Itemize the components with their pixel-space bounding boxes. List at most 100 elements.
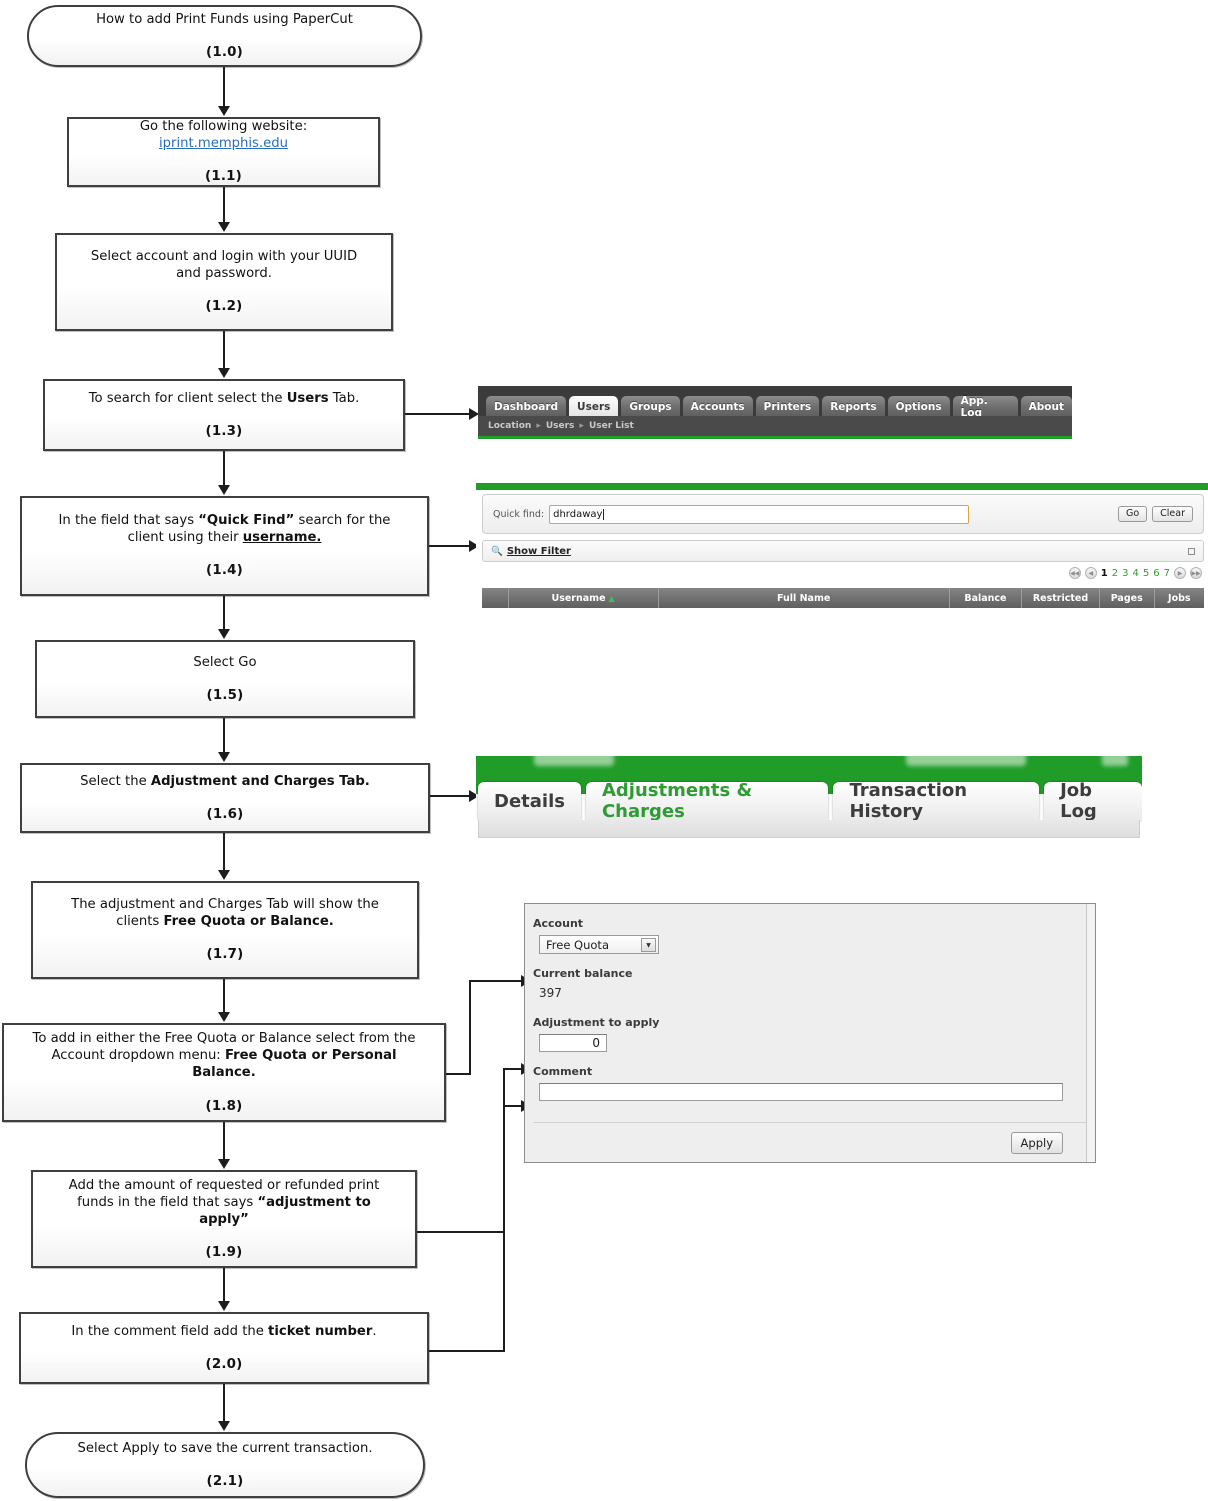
quick-find-panel: Quick find: dhrdaway Go Clear <box>482 494 1204 534</box>
connector-1-8-to-1-9 <box>223 1122 225 1160</box>
flow-node-1-4-num: (1.4) <box>206 563 243 579</box>
callout-2-0-v <box>503 1105 505 1352</box>
connector-1-9-to-2-0 <box>223 1268 225 1302</box>
nav-tab-printers[interactable]: Printers <box>755 396 820 418</box>
comment-group: Comment <box>533 1065 1063 1101</box>
pagination-last-icon[interactable]: ▶▶ <box>1190 567 1202 579</box>
callout-1-6 <box>430 795 471 797</box>
flow-node-1-2-text: Select account and login with your UUID … <box>90 249 358 282</box>
pagination-page-4[interactable]: 4 <box>1132 567 1139 579</box>
header-text-blur-1 <box>534 756 614 766</box>
flow-node-1-6-num: (1.6) <box>206 806 244 822</box>
nav-tab-accounts[interactable]: Accounts <box>682 396 753 418</box>
flow-node-2-0: In the comment field add the ticket numb… <box>19 1312 429 1384</box>
pagination-page-5[interactable]: 5 <box>1142 567 1150 579</box>
arrow-to-2-0 <box>218 1301 230 1311</box>
nav-tab-reports[interactable]: Reports <box>822 396 885 418</box>
flow-node-1-4-underline: username. <box>242 530 322 546</box>
connector-1-6-to-1-7 <box>223 833 225 871</box>
flow-node-1-7-text: The adjustment and Charges Tab will show… <box>71 897 379 930</box>
arrow-to-1-6 <box>218 752 230 762</box>
user-detail-tab-list: Details Adjustments & Charges Transactio… <box>478 780 1142 822</box>
table-header-jobs[interactable]: Jobs <box>1168 592 1191 604</box>
nav-tab-options[interactable]: Options <box>887 396 950 418</box>
flow-node-1-9-num: (1.9) <box>205 1245 243 1261</box>
tab-transaction-history[interactable]: Transaction History <box>833 780 1040 822</box>
arrow-to-1-9 <box>218 1159 230 1169</box>
flow-node-1-4-text: In the field that says <box>58 513 199 529</box>
tab-adjustments-charges[interactable]: Adjustments & Charges <box>585 780 829 822</box>
iprint-link[interactable]: iprint.memphis.edu <box>159 136 288 152</box>
comment-input[interactable] <box>539 1083 1063 1101</box>
form-divider <box>533 1122 1087 1123</box>
tab-job-log[interactable]: Job Log <box>1044 780 1142 822</box>
breadcrumb-location: Location <box>488 421 532 431</box>
pagination-first-icon[interactable]: ◀◀ <box>1068 567 1081 579</box>
arrow-to-2-1 <box>218 1421 230 1431</box>
flow-node-2-0-num: (2.0) <box>205 1356 243 1372</box>
flow-node-1-6-text: Select the <box>80 773 151 789</box>
breadcrumb-user-list[interactable]: User List <box>588 421 634 431</box>
arrow-callout-1-4 <box>469 540 479 552</box>
breadcrumb: Location ▸ Users ▸ User List <box>478 416 1072 436</box>
flow-node-1-6-bold: Adjustment and Charges Tab. <box>150 773 370 789</box>
breadcrumb-separator-icon-2: ▸ <box>579 421 584 431</box>
show-filter-label[interactable]: Show Filter <box>506 545 571 557</box>
callout-1-4 <box>429 545 471 547</box>
flow-node-1-1: Go the following website: iprint.memphis… <box>67 117 380 187</box>
flow-node-2-0-bold: ticket number <box>268 1323 373 1339</box>
pagination-page-3[interactable]: 3 <box>1122 567 1129 579</box>
collapse-icon[interactable] <box>1188 547 1195 555</box>
pagination-page-2[interactable]: 2 <box>1111 567 1119 579</box>
flow-node-1-2-num: (1.2) <box>205 299 243 315</box>
flow-node-1-9-text: Add the amount of requested or refunded … <box>68 1177 380 1210</box>
adjustment-to-apply-input[interactable]: 0 <box>539 1034 607 1052</box>
show-filter-row[interactable]: 🔍 Show Filter <box>482 540 1204 562</box>
nav-tab-about[interactable]: About <box>1020 396 1072 418</box>
chevron-down-icon[interactable]: ▼ <box>641 938 656 952</box>
nav-tab-users[interactable]: Users <box>569 396 619 418</box>
flow-node-1-4-text-mid: search for the client using their <box>127 513 391 546</box>
arrow-callout-1-3 <box>469 408 479 420</box>
tab-details[interactable]: Details <box>478 782 581 820</box>
quick-find-value: dhrdaway <box>553 508 603 520</box>
flow-node-1-7: The adjustment and Charges Tab will show… <box>31 881 419 979</box>
pagination-next-icon[interactable]: ▶ <box>1174 567 1186 579</box>
flow-node-1-3-bold: Users <box>286 390 329 406</box>
flow-node-1-0: How to add Print Funds using PaperCut (1… <box>27 5 422 67</box>
table-header-pages[interactable]: Pages <box>1100 588 1155 608</box>
clear-button[interactable]: Clear <box>1152 505 1193 523</box>
apply-button[interactable]: Apply <box>1010 1132 1063 1154</box>
arrow-to-1-4 <box>218 485 230 495</box>
magnifier-icon: 🔍 <box>491 545 503 557</box>
flow-node-1-3-text: To search for client select the <box>88 390 287 406</box>
callout-1-8-h2 <box>469 980 524 982</box>
form-scrollbar[interactable] <box>1086 904 1095 1162</box>
go-button[interactable]: Go <box>1117 505 1148 523</box>
nav-tab-dashboard[interactable]: Dashboard <box>486 396 567 418</box>
account-select-value: Free Quota <box>546 937 609 952</box>
arrow-to-1-8 <box>218 1012 230 1022</box>
connector-1-0-to-1-1 <box>223 67 225 107</box>
header-text-blur-2 <box>906 756 1026 766</box>
arrow-to-1-7 <box>218 870 230 880</box>
pagination-page-6[interactable]: 6 <box>1153 567 1160 579</box>
pagination-prev-icon[interactable]: ◀ <box>1084 567 1097 579</box>
table-header-restricted[interactable]: Restricted <box>1022 588 1100 608</box>
table-header-balance[interactable]: Balance <box>950 588 1023 608</box>
table-header-username[interactable]: Username▲ <box>509 588 659 608</box>
connector-1-2-to-1-3 <box>223 331 225 369</box>
breadcrumb-users[interactable]: Users <box>545 421 575 431</box>
flow-node-1-5-num: (1.5) <box>206 687 244 703</box>
pagination-page-7[interactable]: 7 <box>1163 567 1170 579</box>
nav-tab-groups[interactable]: Groups <box>621 396 680 418</box>
table-header-full-name[interactable]: Full Name <box>659 588 950 608</box>
text-caret <box>603 508 605 520</box>
account-select[interactable]: Free Quota ▼ <box>539 935 659 954</box>
quick-find-input[interactable]: dhrdaway <box>549 504 970 524</box>
adjustment-form-screenshot: Account Free Quota ▼ Current balance 397… <box>524 903 1096 1163</box>
pagination-page-1[interactable]: 1 <box>1100 567 1108 579</box>
nav-tab-app-log[interactable]: App. Log <box>952 395 1018 419</box>
connector-1-3-to-1-4 <box>223 451 225 486</box>
